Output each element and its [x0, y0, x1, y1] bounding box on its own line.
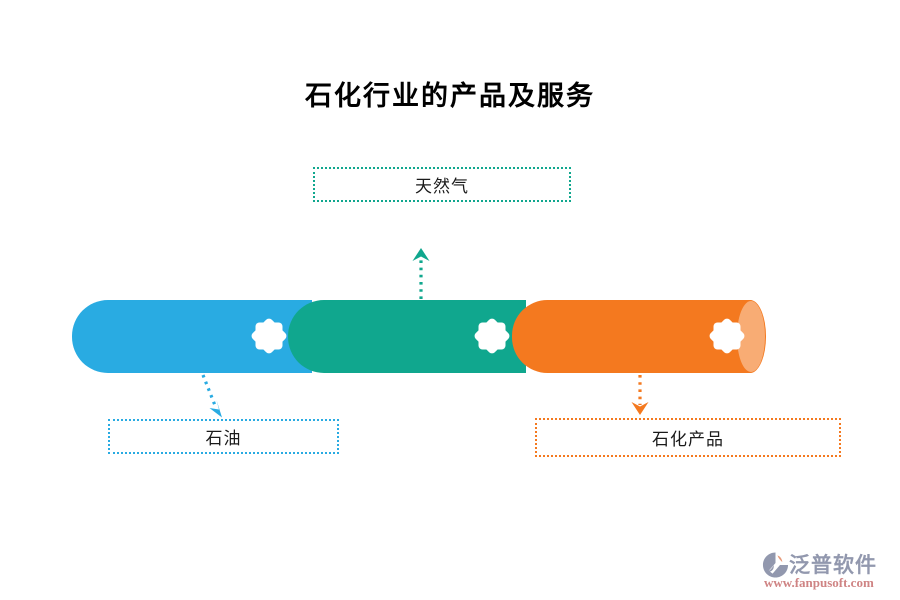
fanpu-logo-icon — [762, 552, 789, 578]
page-title: 石化行业的产品及服务 — [305, 81, 595, 111]
eight-point-star-icon — [251, 318, 287, 354]
oil-arrow-line — [201, 374, 218, 409]
watermark: 泛普软件 www.fanpusoft.com — [760, 549, 894, 593]
oil-label-box: 石油 — [108, 419, 339, 454]
oil-arrowhead-icon — [209, 400, 222, 418]
petrochemical-arrowhead-icon — [631, 402, 649, 415]
eight-point-star-icon — [709, 318, 745, 354]
petrochemical-label: 石化产品 — [652, 430, 724, 449]
natural-gas-arrowhead-icon — [412, 248, 430, 261]
watermark-brand: 泛普软件 — [789, 554, 877, 577]
eight-point-star-icon — [474, 318, 510, 354]
petrochemical-label-box: 石化产品 — [535, 418, 841, 457]
oil-label: 石油 — [205, 429, 242, 448]
natural-gas-label: 天然气 — [415, 177, 469, 196]
natural-gas-label-box: 天然气 — [313, 167, 571, 202]
watermark-url: www.fanpusoft.com — [764, 575, 874, 590]
